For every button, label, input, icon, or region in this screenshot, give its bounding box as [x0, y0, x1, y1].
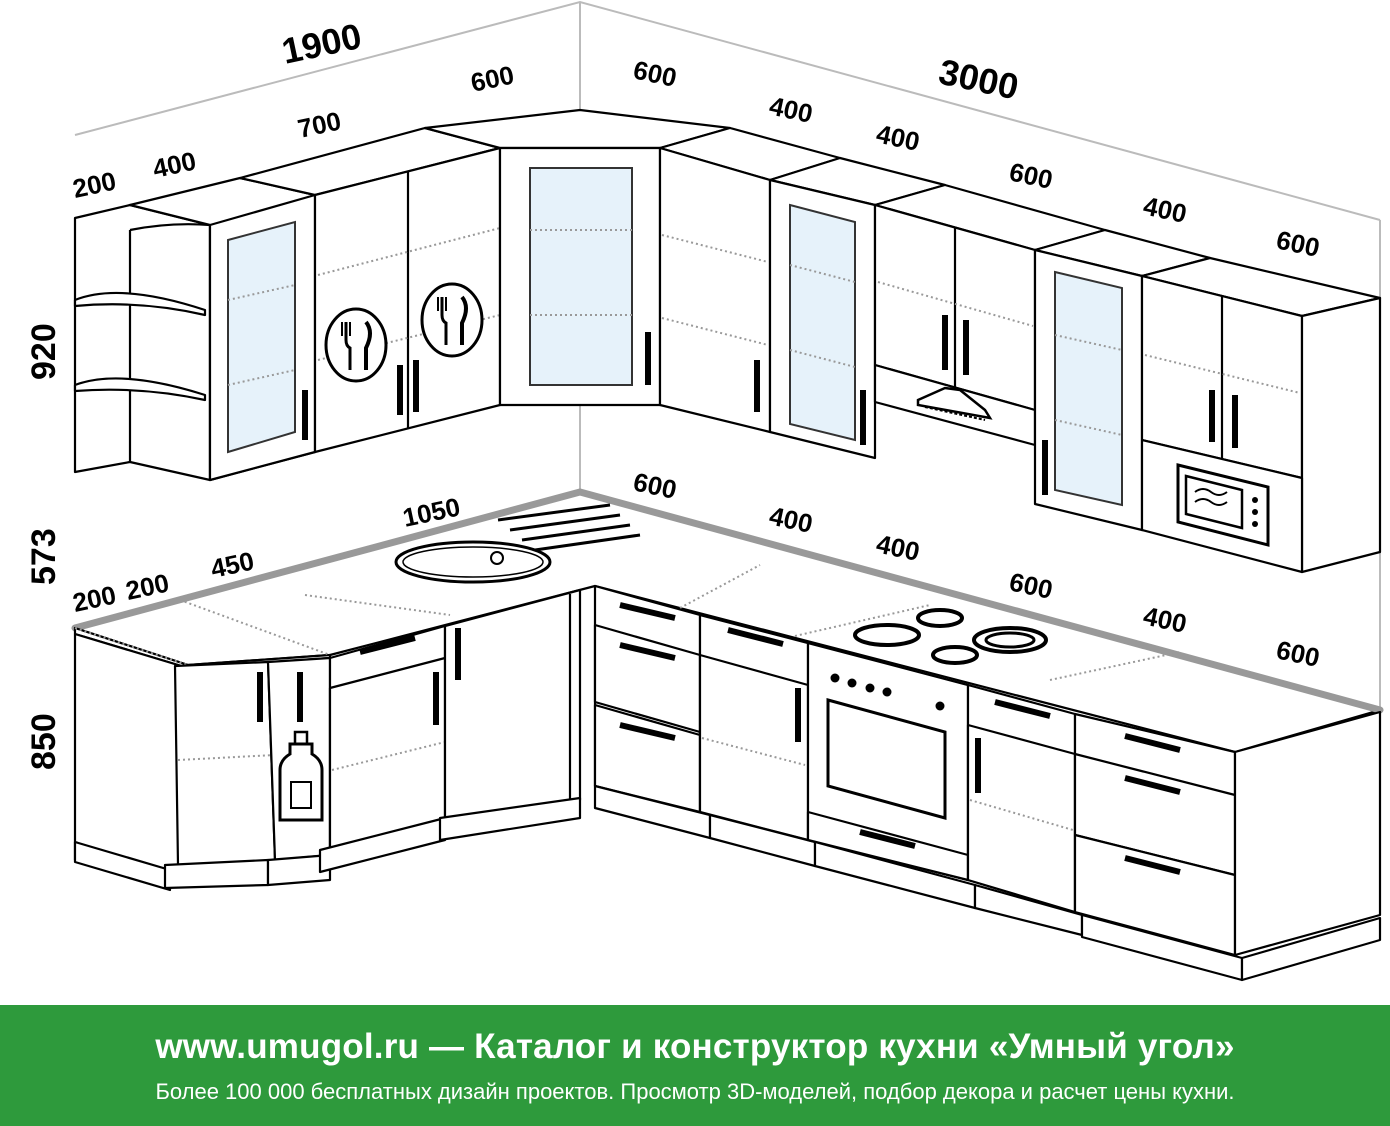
open-shelf-unit — [73, 203, 212, 482]
dim-upper-right-6: 600 — [1274, 225, 1323, 263]
dim-height-upper: 920 — [25, 323, 63, 380]
dim-top-left-total: 1900 — [278, 15, 365, 72]
lower-cabinets-left — [73, 588, 582, 892]
drawer-cabinet-end — [1073, 710, 1382, 982]
footer-subtitle: Более 100 000 бесплатных дизайн проектов… — [155, 1079, 1235, 1104]
upper-cabinet-600 — [658, 126, 842, 434]
dim-upper-left-1: 200 — [70, 166, 119, 204]
oven-cabinet — [806, 641, 977, 910]
lower-door-cabinet-400 — [698, 613, 817, 868]
countertop — [71, 488, 1384, 754]
dim-top-right-total: 3000 — [935, 51, 1022, 108]
lower-corner-cabinet — [163, 660, 277, 890]
lower-door-cabinet-600 — [966, 683, 1084, 937]
dim-height-lower: 850 — [25, 713, 63, 770]
dim-lower-right-6: 600 — [1274, 635, 1323, 673]
dim-upper-right-2: 400 — [767, 91, 816, 129]
dim-lower-right-1: 600 — [631, 467, 680, 505]
upper-cabinets-right — [658, 126, 1382, 574]
dim-upper-left-2: 400 — [150, 146, 199, 184]
upper-cabinets-left — [73, 126, 502, 482]
microwave-cabinet — [1140, 256, 1382, 574]
lower-cabinet-450 — [318, 624, 447, 874]
dim-lower-right-2: 400 — [767, 501, 816, 539]
footer-title[interactable]: www.umugol.ru — Каталог и конструктор ку… — [155, 1027, 1235, 1066]
dim-height-backsplash: 573 — [25, 528, 63, 585]
dim-lower-right-5: 400 — [1141, 601, 1190, 639]
dim-lower-right-4: 600 — [1007, 567, 1056, 605]
dim-upper-right-1: 600 — [631, 55, 680, 93]
kitchen-diagram: 1900 3000 200 400 700 600 600 400 400 60… — [25, 0, 1384, 982]
drawer-cabinet-600 — [593, 584, 712, 840]
cutlery-cabinet — [238, 126, 502, 454]
range-hood-icon — [916, 386, 993, 421]
dim-lower-left-2: 200 — [123, 568, 172, 606]
bottle-cabinet — [266, 656, 332, 887]
cooktop-icon — [853, 608, 1048, 665]
sink-icon — [394, 503, 641, 584]
lower-cabinets-right — [593, 584, 1382, 982]
dim-upper-right-3: 400 — [874, 119, 923, 157]
microwave-icon — [1176, 463, 1270, 547]
hood-cabinet — [873, 183, 1107, 447]
oven-icon — [826, 673, 947, 820]
plate-cutlery-icon — [324, 307, 388, 383]
bottle-icon — [278, 730, 324, 822]
upper-glass-cabinet-400 — [768, 156, 947, 460]
sink-base-cabinet — [438, 588, 582, 842]
footer-banner: www.umugol.ru — Каталог и конструктор ку… — [0, 1005, 1390, 1126]
upper-glass-cabinet-right — [1033, 228, 1212, 532]
dim-upper-right-5: 400 — [1141, 191, 1190, 229]
dim-lower-right-3: 400 — [874, 529, 923, 567]
dim-upper-right-4: 600 — [1007, 157, 1056, 195]
upper-corner-cabinet — [423, 108, 732, 407]
dim-lower-left-1: 200 — [70, 580, 119, 618]
plate-cutlery-icon — [420, 282, 484, 358]
dim-upper-left-4: 600 — [468, 60, 517, 98]
dim-upper-left-3: 700 — [295, 106, 344, 144]
